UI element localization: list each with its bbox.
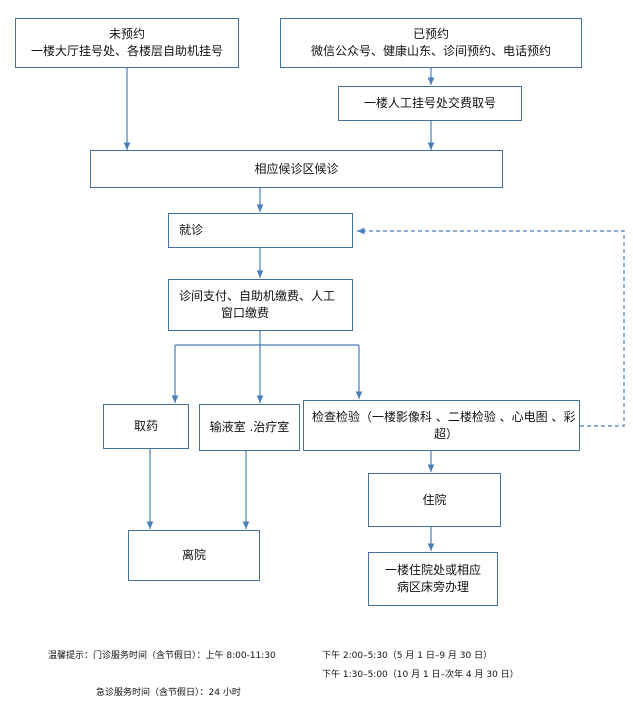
booked-detail: 微信公众号、健康山东、诊间预约、电话预约 bbox=[310, 44, 551, 58]
admission-line-2: 病区床旁办理 bbox=[396, 580, 469, 594]
examination-line-2: 超） bbox=[434, 426, 459, 441]
notice-afternoon-summer: 下午 2:00–5:30（5 月 1 日–9 月 30 日） bbox=[322, 651, 493, 661]
node-examination: 检查检验（一楼影像科 、二楼检验 、心电图 、彩 超） bbox=[303, 400, 580, 451]
payment-line-2: 窗口缴费 bbox=[221, 306, 270, 320]
pharmacy-label: 取药 bbox=[133, 419, 158, 433]
booked-title: 已预约 bbox=[412, 27, 449, 41]
consultation-label: 就诊 bbox=[179, 223, 204, 237]
dashed-return-exam-to-consultation bbox=[357, 227, 625, 427]
hospitalization-label: 住院 bbox=[422, 492, 447, 507]
admission-line-1: 一楼住院处或相应 bbox=[384, 563, 481, 577]
node-waiting-area: 相应候诊区候诊 bbox=[90, 150, 503, 188]
notice-emergency-hours: 急诊服务时间（含节假日）：24 小时 bbox=[96, 688, 241, 698]
node-consultation: 就诊 bbox=[168, 213, 353, 248]
not-booked-detail: 一楼大厅挂号处、各楼层自助机挂号 bbox=[30, 44, 223, 58]
examination-line-1: 检查检验（一楼影像科 、二楼检验 、心电图 、彩 bbox=[312, 409, 576, 424]
node-payment: 诊间支付、自助机缴费、人工 窗口缴费 bbox=[168, 279, 353, 331]
node-booked: 已预约 微信公众号、健康山东、诊间预约、电话预约 bbox=[280, 18, 582, 68]
node-not-booked: 未预约 一楼大厅挂号处、各楼层自助机挂号 bbox=[15, 18, 239, 68]
notice-service-hours: 温馨提示：门诊服务时间（含节假日）：上午 8:00-11:30 bbox=[48, 651, 276, 661]
node-hospitalization: 住院 bbox=[368, 473, 501, 527]
discharge-label: 离院 bbox=[181, 548, 206, 562]
node-discharge: 离院 bbox=[128, 530, 260, 581]
node-manual-register: 一楼人工挂号处交费取号 bbox=[338, 86, 522, 121]
node-pharmacy: 取药 bbox=[103, 404, 189, 449]
infusion-label: 输液室 .治疗室 bbox=[209, 420, 290, 434]
waiting-area-label: 相应候诊区候诊 bbox=[254, 161, 339, 176]
notice-afternoon-winter: 下午 1:30–5:00（10 月 1 日–次年 4 月 30 日） bbox=[322, 670, 519, 680]
node-admission: 一楼住院处或相应 病区床旁办理 bbox=[368, 552, 498, 606]
node-infusion: 输液室 .治疗室 bbox=[199, 404, 300, 451]
manual-register-label: 一楼人工挂号处交费取号 bbox=[363, 96, 496, 110]
payment-line-1: 诊间支付、自助机缴费、人工 bbox=[179, 289, 336, 303]
not-booked-title: 未预约 bbox=[108, 27, 145, 41]
